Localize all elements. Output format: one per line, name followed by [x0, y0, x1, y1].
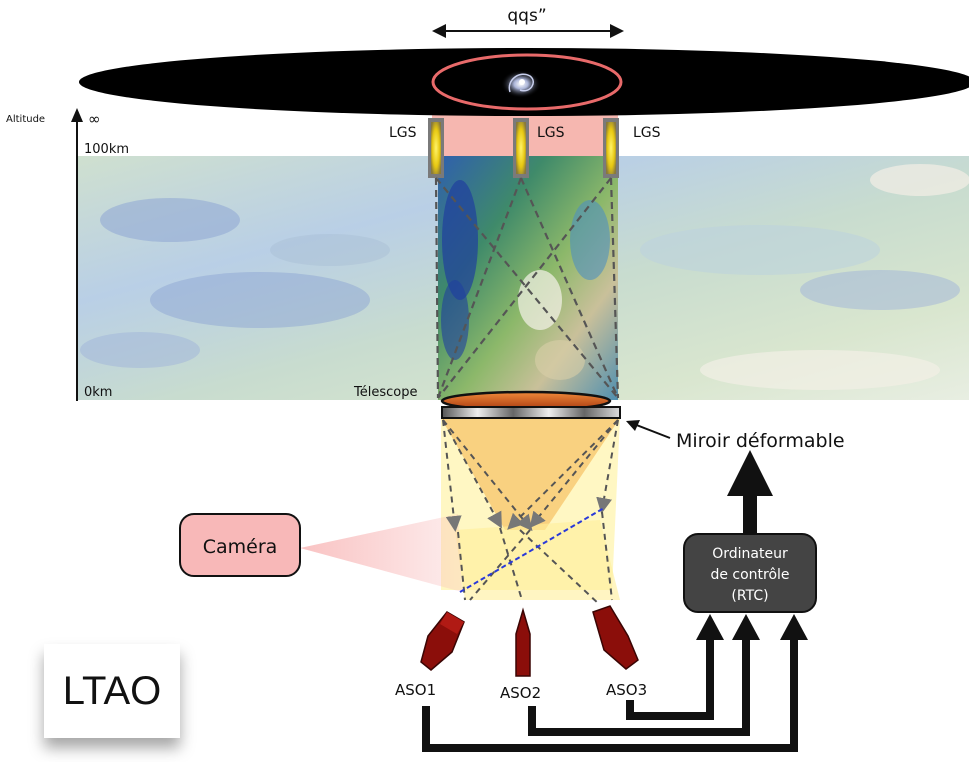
- sensor-ray-lines: [442, 419, 619, 606]
- controller-label-line3: (RTC): [731, 588, 768, 604]
- science-field-ring: [431, 53, 623, 111]
- camera-beam: [300, 514, 462, 592]
- telescope-label: Télescope: [353, 385, 417, 400]
- altitude-tick-0km: 0km: [84, 385, 112, 400]
- dichroic-splitter: [459, 507, 605, 593]
- wavefront-sensor-3: [592, 605, 639, 670]
- altitude-axis: [71, 108, 83, 401]
- command-arrow: [727, 450, 773, 534]
- sensor-signal-arrowheads: [696, 614, 808, 640]
- altitude-axis-label: Altitude: [6, 114, 45, 125]
- camera-label: Caméra: [203, 536, 278, 558]
- infinity-symbol: ∞: [88, 110, 101, 128]
- altitude-tick-100km: 100km: [84, 142, 129, 157]
- camera-box: [179, 513, 301, 577]
- wavefront-sensor-label-3: ASO3: [606, 681, 647, 699]
- lgs-label-3: LGS: [633, 125, 661, 141]
- lgs-beam-lines: [434, 177, 620, 399]
- ltao-badge: LTAO: [44, 644, 180, 738]
- wavefront-sensor-label-1: ASO1: [395, 681, 436, 699]
- deformable-mirror: [441, 406, 621, 419]
- controller-label-line2: de contrôle: [710, 567, 789, 583]
- laser-guide-stars: [428, 118, 619, 178]
- wavefront-sensor-1: [420, 611, 465, 671]
- field-of-view-arrow: [432, 24, 624, 38]
- wavefront-sensor-label-2: ASO2: [500, 684, 541, 702]
- deformable-mirror-label: Miroir déformable: [676, 430, 845, 452]
- ltao-badge-label: LTAO: [62, 668, 162, 713]
- deformable-mirror-pointer: [626, 420, 671, 439]
- controller-label-line1: Ordinateur: [712, 546, 788, 562]
- lgs-label-2: LGS: [537, 125, 565, 141]
- sensor-signal-paths: [422, 634, 798, 752]
- galaxy-icon: [501, 70, 541, 98]
- field-of-view-label: qqs”: [507, 6, 546, 26]
- wavefront-sensor-2: [515, 607, 531, 677]
- lgs-label-1: LGS: [389, 125, 417, 141]
